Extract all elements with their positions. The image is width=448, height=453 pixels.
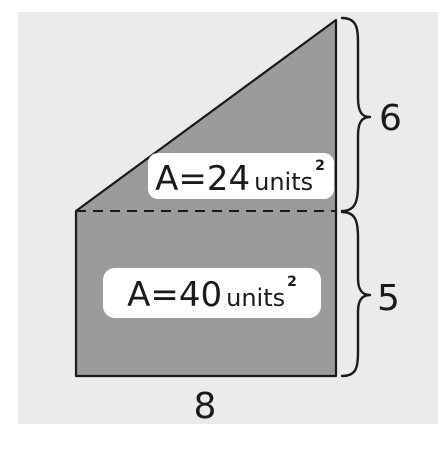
rectangle-area-unit: units xyxy=(226,284,285,312)
triangle-area-exponent: 2 xyxy=(315,158,325,174)
rectangle-area-prefix: A=40 xyxy=(127,275,222,315)
rectangle-height-label: 5 xyxy=(377,278,400,319)
rectangle-area-exponent: 2 xyxy=(287,274,297,290)
triangle-area-label-box xyxy=(148,153,334,199)
base-width-label: 8 xyxy=(194,386,217,427)
triangle-area-unit: units xyxy=(254,168,313,196)
triangle-height-brace xyxy=(340,16,372,213)
triangle-height-label: 6 xyxy=(379,98,402,139)
rectangle-area-label-box xyxy=(103,268,321,318)
triangle-area-prefix: A=24 xyxy=(155,159,250,199)
rectangle-height-brace xyxy=(340,210,372,378)
